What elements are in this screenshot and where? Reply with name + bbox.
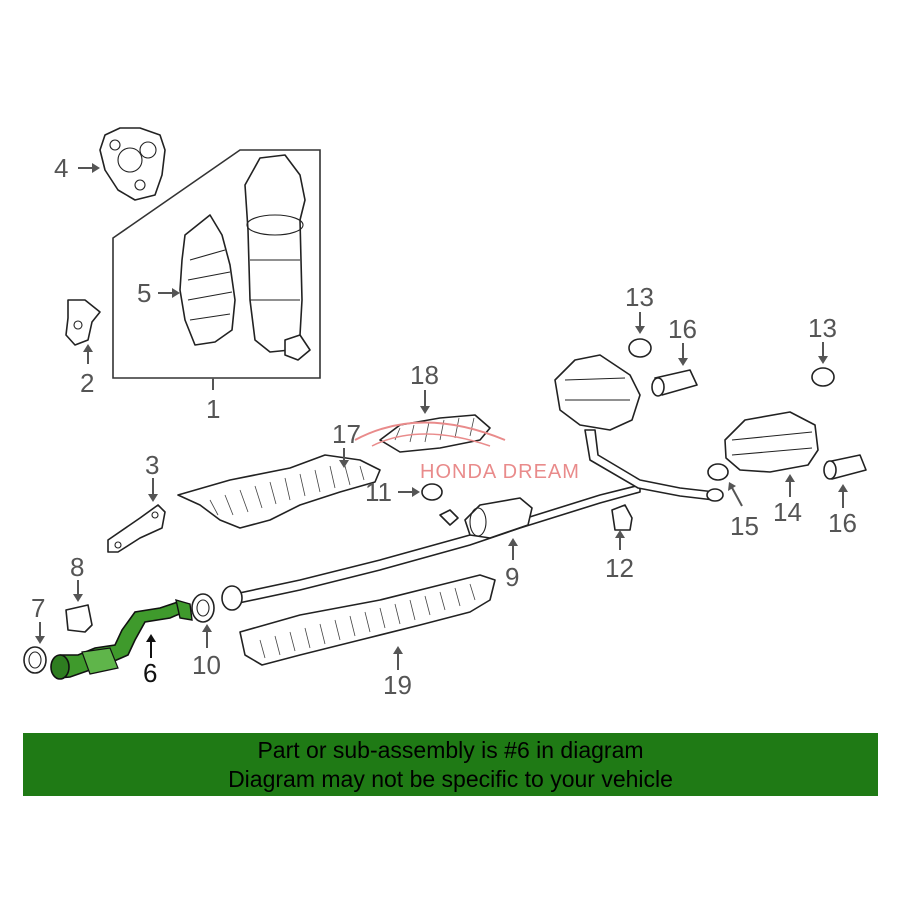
watermark-text: HONDA DREAM	[420, 461, 580, 483]
callout-17[interactable]: 17	[332, 419, 361, 449]
callout-7[interactable]: 7	[31, 593, 45, 623]
part-18-heat-shield	[379, 414, 491, 453]
part-8-hanger	[65, 604, 93, 633]
part-15-gasket	[707, 463, 729, 481]
callout-16-left[interactable]: 16	[668, 314, 697, 344]
rear-muffler-left	[554, 354, 724, 502]
part-1-group-outline	[112, 149, 321, 379]
part-9-main-pipe	[221, 484, 641, 611]
part-13-ring-left	[628, 338, 652, 358]
callout-10[interactable]: 10	[192, 650, 221, 680]
part-16-tailpipe-left	[651, 369, 698, 397]
part-6-front-pipe	[50, 599, 193, 680]
part-11-mount	[421, 483, 443, 501]
diagram-notice-banner: Part or sub-assembly is #6 in diagram Di…	[23, 733, 878, 796]
callout-19[interactable]: 19	[383, 670, 412, 700]
callout-6-highlighted[interactable]: 6	[143, 658, 157, 688]
part-3-bracket	[107, 504, 166, 553]
callout-13-right[interactable]: 13	[808, 313, 837, 343]
part-19-heat-shield	[239, 574, 496, 666]
notice-line-1: Part or sub-assembly is #6 in diagram	[257, 737, 644, 763]
callout-16-right[interactable]: 16	[828, 508, 857, 538]
callout-13-left[interactable]: 13	[625, 282, 654, 312]
callout-12[interactable]: 12	[605, 553, 634, 583]
callout-15[interactable]: 15	[730, 511, 759, 541]
callout-4[interactable]: 4	[54, 153, 68, 183]
callout-2[interactable]: 2	[80, 368, 94, 398]
part-13-ring-right	[811, 367, 835, 387]
callout-8[interactable]: 8	[70, 552, 84, 582]
part-5-heat-shield	[179, 214, 236, 346]
part-16-tailpipe-right	[823, 454, 867, 480]
watermark-logo: HONDA DREAM	[354, 421, 580, 483]
notice-line-2: Diagram may not be specific to your vehi…	[228, 766, 673, 792]
part-4-manifold-flange	[99, 127, 166, 201]
callout-9[interactable]: 9	[505, 562, 519, 592]
part-14-muffler-right	[724, 411, 819, 473]
callout-5[interactable]: 5	[137, 278, 151, 308]
part-1-catalytic-converter	[244, 154, 311, 361]
part-10-gasket	[191, 593, 215, 623]
part-2-bracket	[65, 299, 101, 346]
callout-1[interactable]: 1	[206, 394, 220, 424]
callout-18[interactable]: 18	[410, 360, 439, 390]
part-12-hanger	[611, 504, 633, 531]
callout-11[interactable]: 11	[365, 477, 392, 507]
part-17-heat-shield	[177, 454, 381, 529]
callout-3[interactable]: 3	[145, 450, 159, 480]
callout-14[interactable]: 14	[773, 497, 802, 527]
part-7-gasket	[23, 646, 47, 674]
